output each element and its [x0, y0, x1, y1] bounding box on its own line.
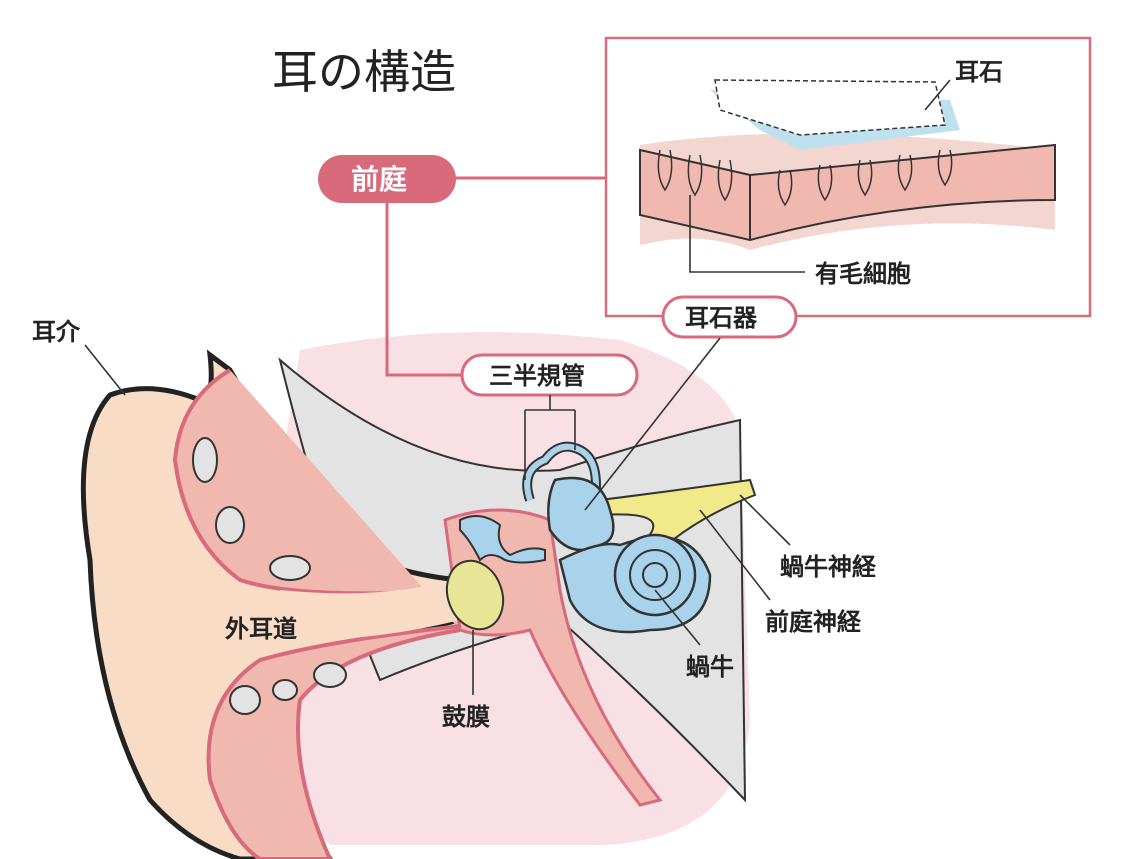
nerves	[599, 478, 757, 562]
ossicles	[459, 515, 546, 564]
auricle-inner	[172, 368, 473, 859]
diagram-title: 耳の構造	[272, 45, 456, 99]
ear-canal	[280, 580, 460, 640]
label-otolith: 耳石	[955, 58, 1003, 86]
label-vestibule: 前庭	[351, 163, 407, 196]
label-cochlear-nerve: 蝸牛神経	[780, 553, 877, 581]
label-eardrum: 鼓膜	[442, 703, 490, 731]
label-vestibular-nerve: 前庭神経	[765, 608, 862, 636]
label-cochlea: 蝸牛	[686, 653, 734, 681]
label-hair-cells: 有毛細胞	[815, 260, 911, 288]
label-otolith-organ: 耳石器	[685, 304, 758, 332]
label-semicircular-canals: 三半規管	[489, 362, 585, 390]
label-ear-canal: 外耳道	[225, 615, 297, 643]
cochlea	[558, 533, 712, 634]
vestibule-pill	[318, 155, 456, 203]
otolith-detail-illustration	[639, 79, 1056, 250]
label-auricle: 耳介	[32, 318, 81, 346]
eardrum	[445, 559, 505, 631]
otolith-organ-pill	[661, 295, 798, 339]
